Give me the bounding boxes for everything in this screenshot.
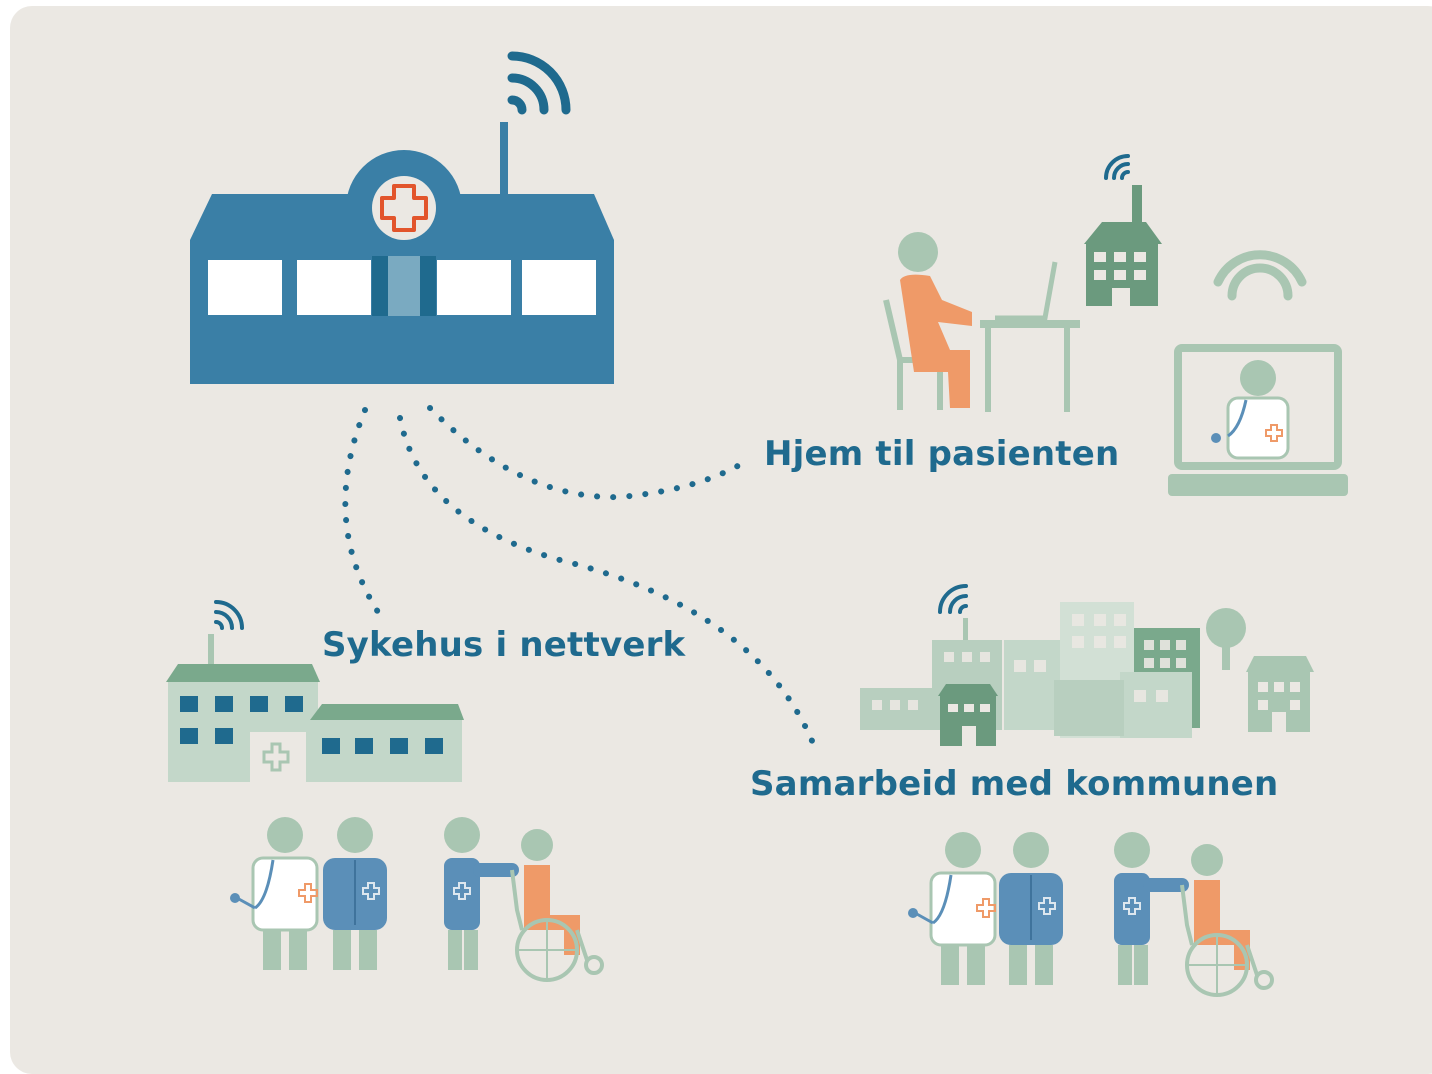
signal-icon <box>507 51 571 115</box>
wheelchair-icon <box>1114 832 1272 995</box>
small-house-icon <box>1084 154 1162 306</box>
label-municipality-cooperation: Samarbeid med kommunen <box>750 764 1279 804</box>
small-hospital-icon <box>166 600 464 782</box>
city-icon <box>860 584 1314 746</box>
doctor-icon <box>906 830 997 987</box>
laptop-doctor-icon <box>1168 250 1348 496</box>
main-hospital-icon <box>190 51 614 384</box>
signal-icon <box>938 584 968 614</box>
nurse-icon <box>998 831 1064 986</box>
connector-lines <box>342 405 818 751</box>
wheelchair-icon <box>444 817 602 980</box>
patient-at-desk-icon <box>883 232 1080 412</box>
signal-icon <box>1104 154 1130 180</box>
signal-icon <box>214 600 244 630</box>
label-hospital-network: Sykehus i nettverk <box>322 625 686 665</box>
doctor-icon <box>228 815 319 972</box>
label-home-to-patient: Hjem til pasienten <box>764 434 1120 474</box>
nurse-icon <box>322 816 388 971</box>
